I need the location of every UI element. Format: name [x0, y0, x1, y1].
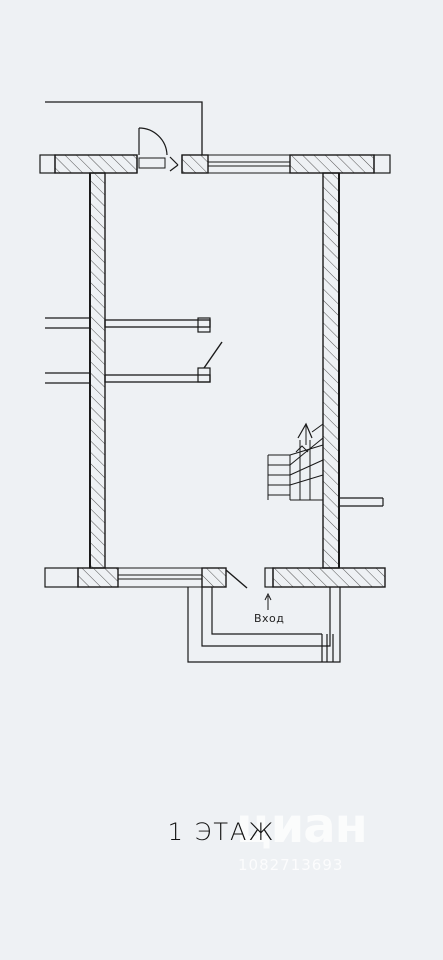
inner-partitions	[104, 317, 223, 383]
left-wall	[89, 172, 106, 569]
left-partitions	[45, 317, 90, 384]
entrance-label: Вход	[254, 612, 285, 625]
entrance-door	[225, 569, 248, 589]
bottom-window	[117, 567, 203, 588]
top-wall	[39, 154, 391, 174]
floor-title: 1 ЭТАЖ	[167, 818, 276, 846]
entrance-arrow	[264, 592, 272, 610]
corridor-lines	[45, 101, 203, 155]
top-door	[136, 127, 183, 173]
top-window	[207, 154, 291, 174]
porch-lines	[187, 587, 341, 663]
staircase	[267, 422, 324, 501]
bottom-wall	[44, 567, 386, 588]
right-wall	[322, 172, 340, 569]
right-protrusion	[339, 497, 384, 507]
